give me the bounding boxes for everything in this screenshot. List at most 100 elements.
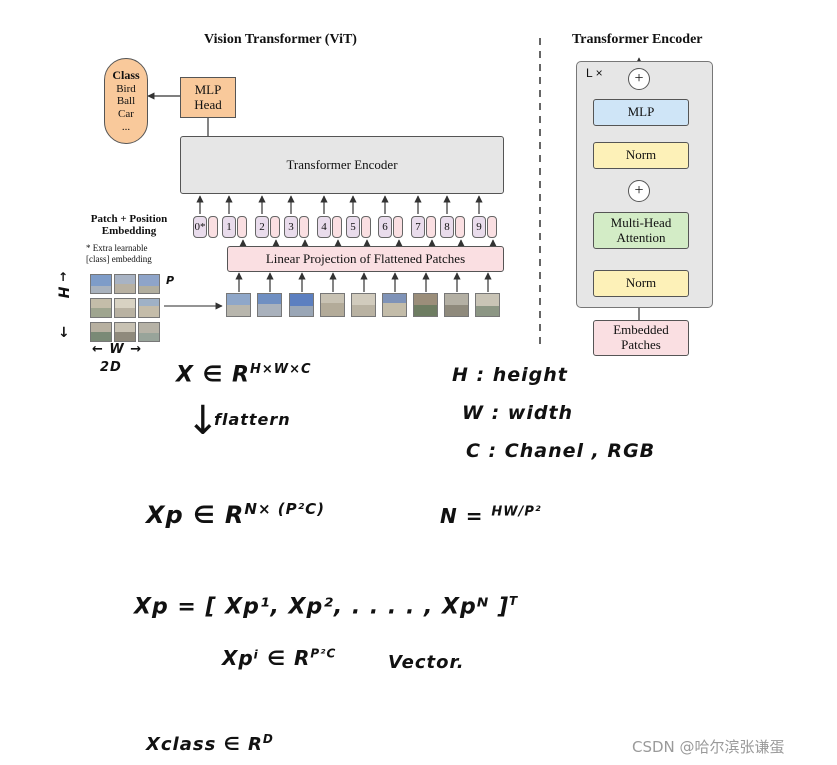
xp-definition: Xp ∈ RN× (P²C) (146, 500, 325, 529)
image-grid-cell (114, 298, 136, 318)
patch-token (270, 216, 280, 238)
image-grid-cell (90, 274, 112, 294)
image-grid-cell (90, 322, 112, 342)
xp-list: Xp = [ Xp¹, Xp², . . . . , Xpᴺ ] (134, 594, 509, 620)
xp-sequence: Xp = [ Xp¹, Xp², . . . . , Xpᴺ ]T (134, 594, 518, 619)
xclass-eq: Xclass ∈ R (146, 734, 263, 755)
layer-repeat-label: L × (586, 66, 603, 80)
n-definition: N = HW/P² (440, 504, 542, 528)
plus-icon: + (634, 69, 644, 87)
x-definition: X ∈ RH×W×C (176, 362, 312, 387)
flatten-arrow: ↓ (186, 398, 221, 444)
x-sup: H×W×C (249, 362, 312, 377)
encoder-detail-title: Transformer Encoder (572, 32, 703, 47)
patch-token (426, 216, 436, 238)
encoder-norm-top: Norm (593, 142, 689, 169)
patch-token (361, 216, 371, 238)
h-axis-arrow: ↑ (58, 270, 70, 284)
class-output-box: Class Bird Ball Car ... (104, 58, 148, 144)
linear-projection-box: Linear Projection of Flattened Patches (227, 246, 504, 272)
linear-projection-label: Linear Projection of Flattened Patches (265, 250, 466, 266)
c-definition: C : Chanel , RGB (466, 440, 656, 462)
patch-token (299, 216, 309, 238)
class-item: Bird (116, 82, 136, 95)
image-patch (257, 293, 282, 317)
patch-token (393, 216, 403, 238)
image-grid-cell (138, 298, 160, 318)
xclass-sup: D (262, 732, 274, 746)
h-axis-arrow-down: ↓ (58, 325, 71, 341)
w-axis-label: ← W → (92, 342, 143, 357)
class-token (208, 216, 218, 238)
xp-eq: Xp ∈ R (146, 501, 245, 529)
xp-sup: N× (P²C) (244, 500, 326, 518)
attention-label: Multi-Head Attention (610, 214, 672, 245)
position-token: 3 (284, 216, 298, 238)
patch-token (487, 216, 497, 238)
image-grid-cell (138, 274, 160, 294)
class-item: ... (121, 120, 131, 133)
w-definition: W : width (462, 402, 574, 424)
image-grid-cell (114, 322, 136, 342)
n-eq: N = (440, 504, 492, 528)
csdn-watermark: CSDN @哈尔滨张谦蛋 (632, 738, 785, 756)
image-patch (444, 293, 469, 317)
p-size-mark: P (166, 274, 176, 287)
image-patch (320, 293, 345, 317)
image-grid-cell (114, 274, 136, 294)
xpi-definition: Xpⁱ ∈ RP²C (222, 646, 336, 670)
image-patch (382, 293, 407, 317)
vit-title: Vision Transformer (ViT) (204, 32, 357, 47)
flatten-label: flattern (214, 410, 291, 429)
encoder-mlp-label: MLP (627, 104, 655, 120)
position-token: 2 (255, 216, 269, 238)
position-token: 0* (193, 216, 207, 238)
h-axis-label: H (54, 286, 71, 300)
h-definition: H : height (452, 364, 568, 386)
position-token: 7 (411, 216, 425, 238)
image-patch (289, 293, 314, 317)
patch-token (332, 216, 342, 238)
mlp-head-box: MLP Head (180, 77, 236, 118)
embedded-patches-label: Embedded Patches (613, 322, 669, 352)
vector-label: Vector. (388, 652, 465, 673)
patch-token (237, 216, 247, 238)
image-patch (226, 293, 251, 317)
image-grid-cell (90, 298, 112, 318)
norm-label: Norm (625, 147, 657, 163)
patch-position-embedding-label: Patch + Position Embedding (90, 213, 168, 237)
mlp-head-label: MLP Head (194, 81, 222, 112)
image-grid-cell (138, 322, 160, 342)
position-token: 8 (440, 216, 454, 238)
position-token: 5 (346, 216, 360, 238)
position-token: 1 (222, 216, 236, 238)
class-title: Class (112, 67, 140, 82)
n-frac: HW/P² (491, 504, 542, 520)
class-item: Car (118, 107, 134, 120)
xpi-sup: P²C (310, 646, 337, 661)
encoder-mlp-box: MLP (593, 99, 689, 126)
image-patch (351, 293, 376, 317)
two-d-label: 2D (100, 360, 122, 375)
xpi-eq: Xpⁱ ∈ R (222, 646, 311, 670)
xclass-definition: Xclass ∈ RD (146, 732, 274, 755)
encoder-norm-bottom: Norm (593, 270, 689, 297)
patch-token (455, 216, 465, 238)
xp-list-sup: T (509, 594, 519, 608)
position-token: 6 (378, 216, 392, 238)
plus-icon: + (634, 181, 644, 199)
position-token: 4 (317, 216, 331, 238)
image-patch (475, 293, 500, 317)
image-patch (413, 293, 438, 317)
multi-head-attention-box: Multi-Head Attention (593, 212, 689, 249)
position-token: 9 (472, 216, 486, 238)
transformer-encoder-label: Transformer Encoder (286, 156, 398, 172)
residual-add-top: + (628, 68, 650, 90)
class-item: Ball (116, 95, 136, 108)
norm-label: Norm (625, 275, 657, 291)
extra-class-note: * Extra learnable [class] embedding (86, 243, 152, 264)
embedded-patches-box: Embedded Patches (593, 320, 689, 356)
transformer-encoder-box: Transformer Encoder (180, 136, 504, 194)
x-eq: X ∈ R (176, 362, 250, 388)
residual-add-bottom: + (628, 180, 650, 202)
